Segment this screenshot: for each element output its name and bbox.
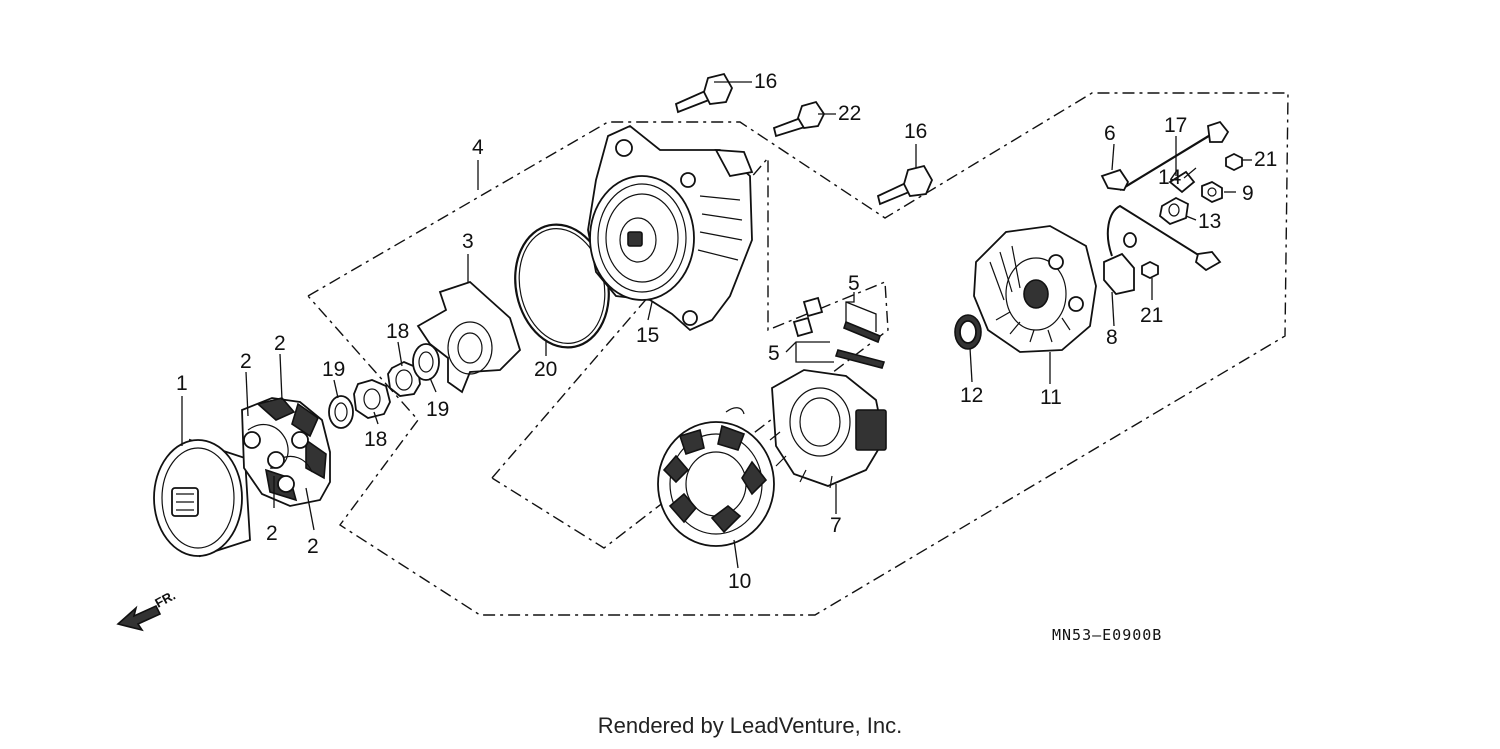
callout-16: 16: [904, 120, 927, 143]
callout-21: 21: [1140, 304, 1163, 327]
callout-14: 14: [1158, 166, 1182, 189]
footer-credit: Rendered by LeadVenture, Inc.: [597, 713, 903, 738]
callout-2: 2: [274, 332, 286, 355]
callout-8: 8: [1106, 326, 1118, 349]
part-16-bolt-top[interactable]: [674, 72, 734, 114]
part-19-washer-left[interactable]: [328, 395, 354, 429]
callout-1: 1: [176, 372, 188, 395]
part-19-washer-right[interactable]: [412, 343, 440, 381]
callout-labels: 1 2 2 2 2 3 4 5 5 6 7 8 9 10 11 12 13 14…: [176, 70, 1277, 593]
part-18-nut-left[interactable]: [353, 379, 391, 419]
callout-5: 5: [848, 272, 860, 295]
callout-19: 19: [322, 358, 345, 381]
callout-9: 9: [1242, 182, 1254, 205]
callout-15: 15: [636, 324, 659, 347]
callout-19: 19: [426, 398, 449, 421]
part-12-bearing[interactable]: [954, 314, 982, 350]
callout-6: 6: [1104, 122, 1116, 145]
callout-20: 20: [534, 358, 557, 381]
part-21-nut-top[interactable]: [1225, 152, 1243, 172]
diagram-code: MN53–E0900B: [1052, 626, 1162, 644]
callout-18: 18: [386, 320, 409, 343]
part-21-nut-bottom[interactable]: [1141, 260, 1159, 280]
callout-11: 11: [1040, 386, 1062, 409]
part-11-rear-housing[interactable]: [973, 225, 1097, 353]
leader-lines: [181, 81, 1252, 569]
callout-22: 22: [838, 102, 861, 125]
callout-12: 12: [960, 384, 983, 407]
part-8-terminal-bracket[interactable]: [1103, 204, 1222, 295]
callout-5: 5: [768, 342, 780, 365]
part-13-insulator[interactable]: [1159, 196, 1189, 226]
callout-18: 18: [364, 428, 387, 451]
assembly-outline: [307, 92, 1289, 616]
part-1-clutch-drum[interactable]: [153, 438, 251, 558]
callout-3: 3: [462, 230, 474, 253]
part-3-fan[interactable]: [416, 280, 522, 394]
part-6-clip[interactable]: [1100, 168, 1130, 191]
part-18-nut-right[interactable]: [387, 361, 421, 397]
part-22-bolt[interactable]: [772, 100, 826, 138]
part-7-rectifier[interactable]: [769, 369, 887, 489]
callout-10: 10: [728, 570, 751, 593]
callout-2: 2: [240, 350, 252, 373]
part-10-stator[interactable]: [657, 407, 775, 547]
callout-7: 7: [830, 514, 842, 537]
part-9-nut[interactable]: [1201, 180, 1223, 204]
callout-13: 13: [1198, 210, 1221, 233]
part-2-damper-set[interactable]: [241, 397, 331, 507]
part-14-terminal-stud[interactable]: [1168, 167, 1197, 194]
front-direction-arrow-icon: FR.: [116, 588, 178, 632]
callout-4: 4: [472, 136, 484, 159]
callout-2: 2: [307, 535, 319, 558]
part-5-brush-set[interactable]: [792, 296, 886, 369]
part-16-bolt-mid[interactable]: [876, 164, 934, 206]
callout-21: 21: [1254, 148, 1277, 171]
callout-17: 17: [1164, 114, 1187, 137]
part-15-front-housing[interactable]: [587, 124, 754, 332]
part-17-long-bolt[interactable]: [1119, 120, 1230, 191]
callout-16: 16: [754, 70, 777, 93]
callout-2: 2: [266, 522, 278, 545]
